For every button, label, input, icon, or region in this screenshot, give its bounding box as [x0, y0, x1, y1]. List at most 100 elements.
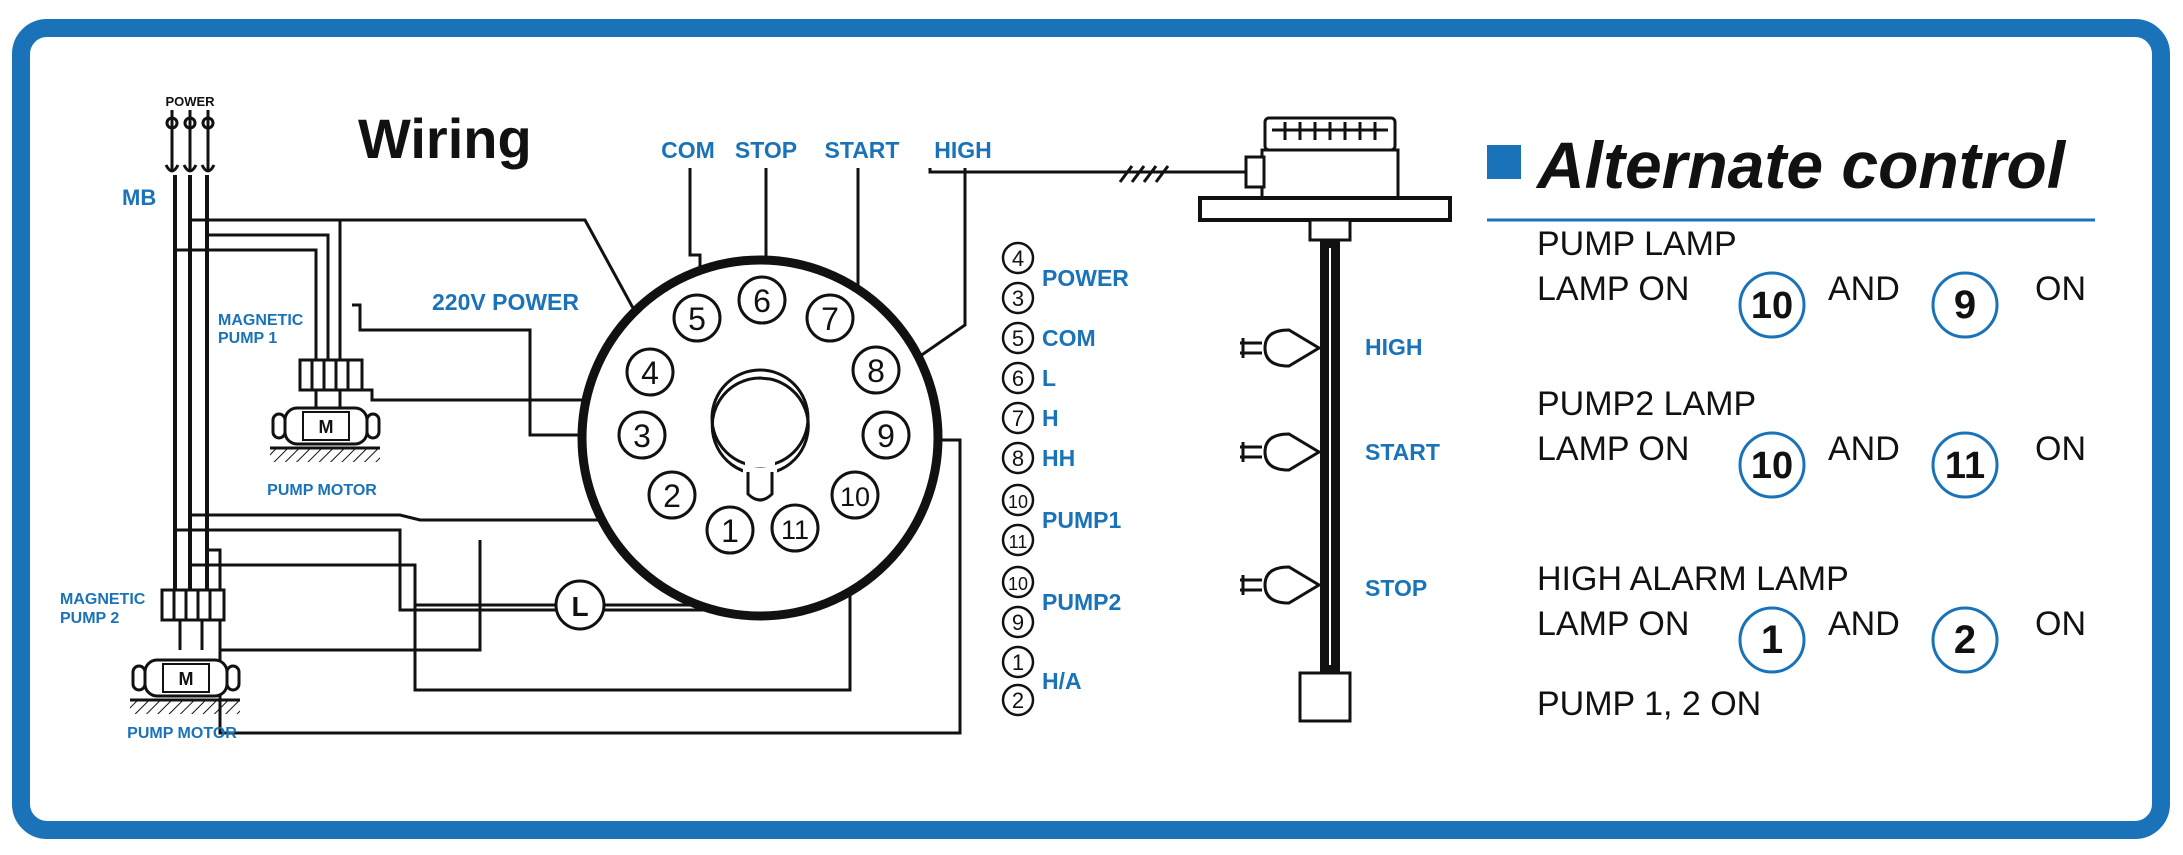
item-name: HIGH ALARM LAMP: [1537, 560, 1849, 598]
legend-label: POWER: [1042, 265, 1129, 291]
svg-text:5: 5: [1012, 326, 1024, 351]
socket-pin: 6: [737, 275, 787, 325]
socket-pin: 3: [617, 410, 667, 460]
pin-badge: [1931, 431, 1999, 499]
pin-badge: [1931, 606, 1999, 674]
magnetic-pump1-line1: MAGNETIC: [218, 312, 304, 329]
socket-pin: 4: [625, 347, 675, 397]
legend-label: H: [1042, 405, 1059, 431]
svg-text:9: 9: [1012, 610, 1024, 635]
legend-label: L: [1042, 365, 1056, 391]
item-name: PUMP LAMP: [1537, 225, 1737, 263]
title-square-icon: [1487, 145, 1521, 179]
float-switch: [1240, 328, 1322, 368]
label-high: HIGH: [934, 137, 992, 163]
socket-pin: 2: [647, 470, 697, 520]
pin-badge-a: 10: [1751, 285, 1793, 327]
svg-text:10: 10: [1008, 574, 1028, 594]
wiring-title: Wiring: [358, 107, 532, 170]
power-220-label: 220V POWER: [432, 289, 579, 315]
sensor-label-high: HIGH: [1365, 334, 1423, 360]
pin-badge-b: 11: [1945, 445, 1985, 487]
mb-label: MB: [122, 185, 156, 210]
pin-badge: [1738, 606, 1806, 674]
pump-motor-1-label: PUMP MOTOR: [267, 482, 377, 499]
svg-text:1: 1: [721, 513, 739, 549]
legend-pin: 10: [1001, 565, 1035, 599]
socket-pin: 8: [851, 345, 901, 395]
socket-pin: 10: [830, 470, 880, 520]
label-com: COM: [661, 137, 715, 163]
lamp-symbol: [554, 579, 606, 631]
legend-label: PUMP1: [1042, 507, 1121, 533]
socket-pin: 1: [705, 505, 755, 555]
float-switch: [1240, 565, 1322, 605]
svg-text:11: 11: [1009, 532, 1028, 552]
item-and: AND: [1828, 430, 1900, 468]
item-lead: LAMP ON: [1537, 430, 1689, 468]
legend-pin: 1: [1001, 645, 1035, 679]
legend-pin: 6: [1001, 361, 1035, 395]
magnetic-pump1: [298, 358, 660, 420]
alternate-title: Alternate control: [1535, 128, 2067, 202]
svg-text:10: 10: [1008, 492, 1028, 512]
socket-pin: 11: [770, 503, 820, 553]
motor-2-mark: M: [179, 669, 194, 689]
svg-text:4: 4: [1012, 246, 1024, 271]
main-breaker: [164, 110, 216, 173]
item-lead: LAMP ON: [1537, 605, 1689, 643]
svg-text:6: 6: [1012, 366, 1024, 391]
footer-note: PUMP 1, 2 ON: [1537, 685, 1761, 723]
pump-motor-1: [270, 406, 381, 462]
pump-motor-2-label: PUMP MOTOR: [127, 725, 237, 742]
panel-border: [12, 19, 2170, 839]
item-tail: ON: [2035, 430, 2086, 468]
pin-badge-b: 2: [1954, 618, 1976, 662]
svg-text:2: 2: [1012, 688, 1024, 713]
svg-text:3: 3: [633, 418, 651, 454]
svg-text:11: 11: [781, 515, 809, 545]
legend-pin: 9: [1001, 605, 1035, 639]
pin-badge: [1738, 271, 1806, 339]
magnetic-pump2-line1: MAGNETIC: [60, 591, 146, 608]
svg-text:4: 4: [641, 355, 659, 391]
svg-text:2: 2: [663, 478, 681, 514]
pin-badge: [1738, 431, 1806, 499]
power-tag: POWER: [165, 94, 215, 109]
relay-socket: [577, 255, 943, 621]
svg-text:7: 7: [821, 301, 839, 337]
legend-label: PUMP2: [1042, 589, 1121, 615]
item-name: PUMP2 LAMP: [1537, 385, 1756, 423]
svg-text:8: 8: [867, 353, 885, 389]
sensor-label-start: START: [1365, 439, 1440, 465]
svg-text:9: 9: [877, 418, 895, 454]
item-lead: LAMP ON: [1537, 270, 1689, 308]
svg-text:1: 1: [1012, 650, 1024, 675]
legend-pin: 10: [1001, 483, 1035, 517]
legend-pin: 11: [1001, 523, 1035, 557]
legend-pin: 8: [1001, 441, 1035, 475]
item-and: AND: [1828, 605, 1900, 643]
legend-label: COM: [1042, 325, 1096, 351]
label-stop: STOP: [735, 137, 797, 163]
sensor-label-stop: STOP: [1365, 575, 1427, 601]
svg-text:8: 8: [1012, 446, 1024, 471]
item-and: AND: [1828, 270, 1900, 308]
pin-badge: [1931, 271, 1999, 339]
legend-pin: 4: [1001, 241, 1035, 275]
svg-text:10: 10: [840, 482, 870, 512]
legend-pin: 7: [1001, 401, 1035, 435]
item-tail: ON: [2035, 605, 2086, 643]
socket-pin: 5: [672, 293, 722, 343]
socket-pin: 7: [805, 293, 855, 343]
pin-badge-a: 1: [1761, 618, 1783, 662]
legend-label: HH: [1042, 445, 1075, 471]
svg-text:3: 3: [1012, 286, 1024, 311]
legend-pin: 3: [1001, 281, 1035, 315]
float-switch: [1240, 432, 1322, 472]
